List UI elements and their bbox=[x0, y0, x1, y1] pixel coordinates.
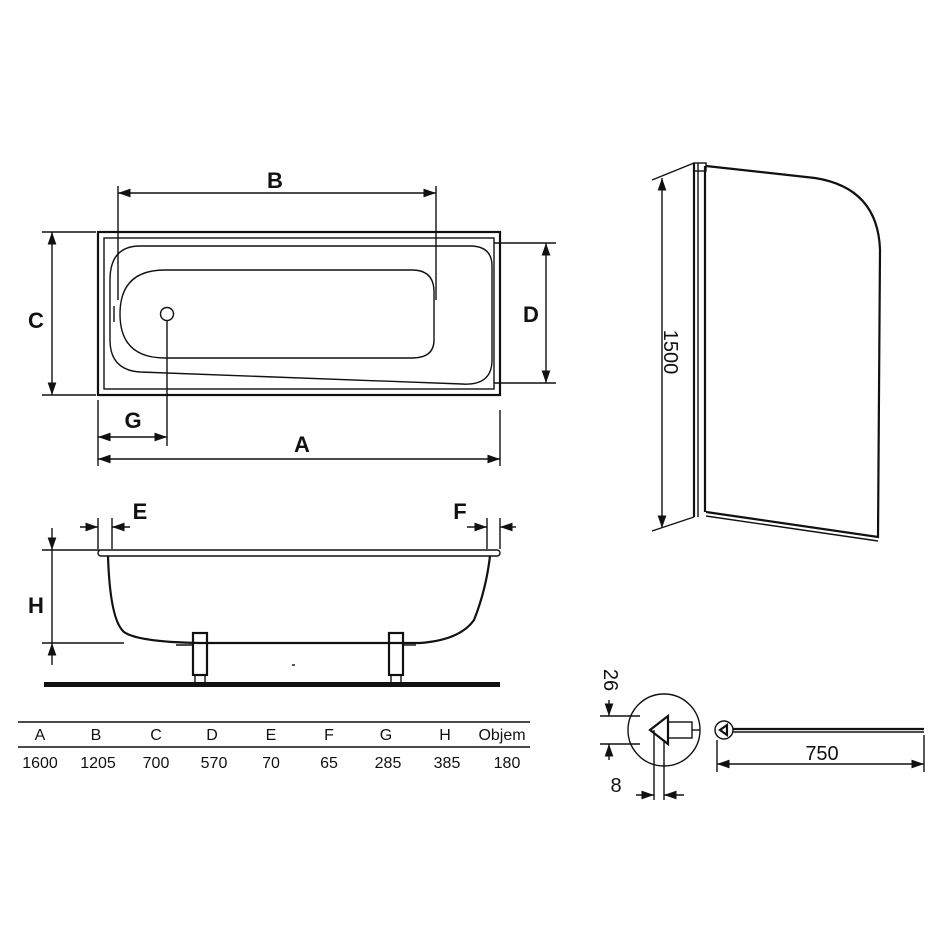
profile-detail: 26 8 bbox=[599, 669, 701, 800]
screen-width-label: 750 bbox=[805, 743, 838, 765]
dimensions-table: A B C D E F G H Objem 1600 1205 700 570 … bbox=[18, 721, 530, 772]
tub-basin-outline bbox=[109, 245, 493, 385]
table-header: H bbox=[439, 727, 451, 744]
table-cell: 70 bbox=[262, 755, 280, 772]
table-header: A bbox=[35, 727, 46, 744]
tub-inner-rim bbox=[103, 237, 495, 390]
dimension-g-label: G bbox=[124, 408, 141, 433]
screen-height-label: 1500 bbox=[659, 330, 681, 375]
table-header: E bbox=[266, 727, 277, 744]
table-cell: 285 bbox=[375, 755, 402, 772]
dimension-h-label: H bbox=[28, 593, 44, 618]
tub-side-rim bbox=[97, 549, 501, 557]
profile-dim-26-label: 26 bbox=[599, 669, 621, 691]
tub-bottom-outline bbox=[119, 269, 435, 359]
screen-panel bbox=[705, 164, 882, 539]
shower-screen-view: 1500 bbox=[651, 162, 882, 542]
tub-foot-left bbox=[191, 631, 209, 677]
table-cell: 1205 bbox=[80, 755, 116, 772]
dimension-d-label: D bbox=[523, 302, 539, 327]
tub-outer-rim bbox=[96, 230, 502, 397]
table-header: D bbox=[206, 727, 218, 744]
bathtub-side-view: E F H bbox=[28, 499, 516, 687]
dimension-b-label: B bbox=[267, 168, 283, 193]
table-cell: 700 bbox=[143, 755, 170, 772]
dimension-c-label: C bbox=[28, 308, 44, 333]
table-cell: 385 bbox=[434, 755, 461, 772]
dimension-e-label: E bbox=[133, 499, 148, 524]
table-header-row: A B C D E F G H Objem bbox=[35, 727, 526, 744]
dimension-f-label: F bbox=[453, 499, 466, 524]
table-cell: 570 bbox=[201, 755, 228, 772]
table-header: G bbox=[380, 727, 392, 744]
floor-line bbox=[44, 682, 500, 687]
table-header: B bbox=[91, 727, 102, 744]
table-cell: 1600 bbox=[22, 755, 58, 772]
hinge-circle bbox=[714, 720, 734, 740]
table-header: F bbox=[324, 727, 334, 744]
table-value-row: 1600 1205 700 570 70 65 285 385 180 bbox=[22, 755, 520, 772]
bathtub-top-view: B C D G A bbox=[28, 168, 556, 466]
tub-side-body bbox=[106, 555, 492, 645]
profile-wedge bbox=[648, 713, 670, 747]
screen-width-view: 750 bbox=[714, 720, 925, 772]
table-header: Objem bbox=[478, 727, 525, 744]
table-cell: 65 bbox=[320, 755, 338, 772]
drain-hole bbox=[159, 306, 175, 322]
profile-dim-8-label: 8 bbox=[610, 775, 621, 797]
table-cell: 180 bbox=[494, 755, 521, 772]
tub-foot-right bbox=[387, 631, 405, 677]
dimension-a-label: A bbox=[294, 432, 310, 457]
table-header: C bbox=[150, 727, 162, 744]
